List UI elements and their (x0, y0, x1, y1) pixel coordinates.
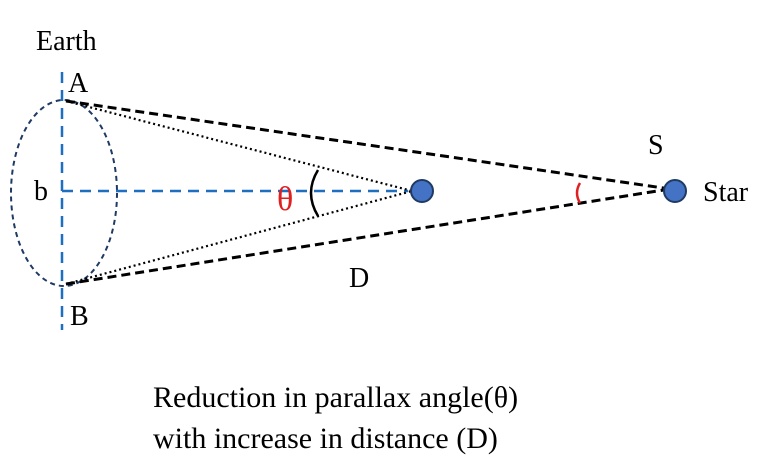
star-point-label: S (648, 130, 664, 161)
near-star-dot (410, 179, 434, 203)
dashed-line-b-far-star (65, 187, 671, 286)
dotted-line-a-near-star (65, 99, 413, 193)
theta-label: θ (277, 181, 293, 218)
caption-line-1: Reduction in parallax angle(θ) (153, 381, 518, 414)
star-label: Star (703, 177, 749, 208)
far-angle-arc (575, 182, 582, 204)
far-star-dot (663, 179, 687, 203)
earth-orbit-ellipse (10, 99, 118, 287)
dashed-line-a-far-star (65, 99, 671, 191)
baseline-label: b (34, 176, 48, 207)
earth-label: Earth (36, 26, 97, 57)
point-b-label: B (70, 301, 89, 332)
distance-label: D (349, 263, 369, 294)
caption-line-2: with increase in distance (D) (153, 422, 498, 455)
theta-angle-arc (309, 169, 320, 217)
point-a-label: A (68, 68, 89, 99)
